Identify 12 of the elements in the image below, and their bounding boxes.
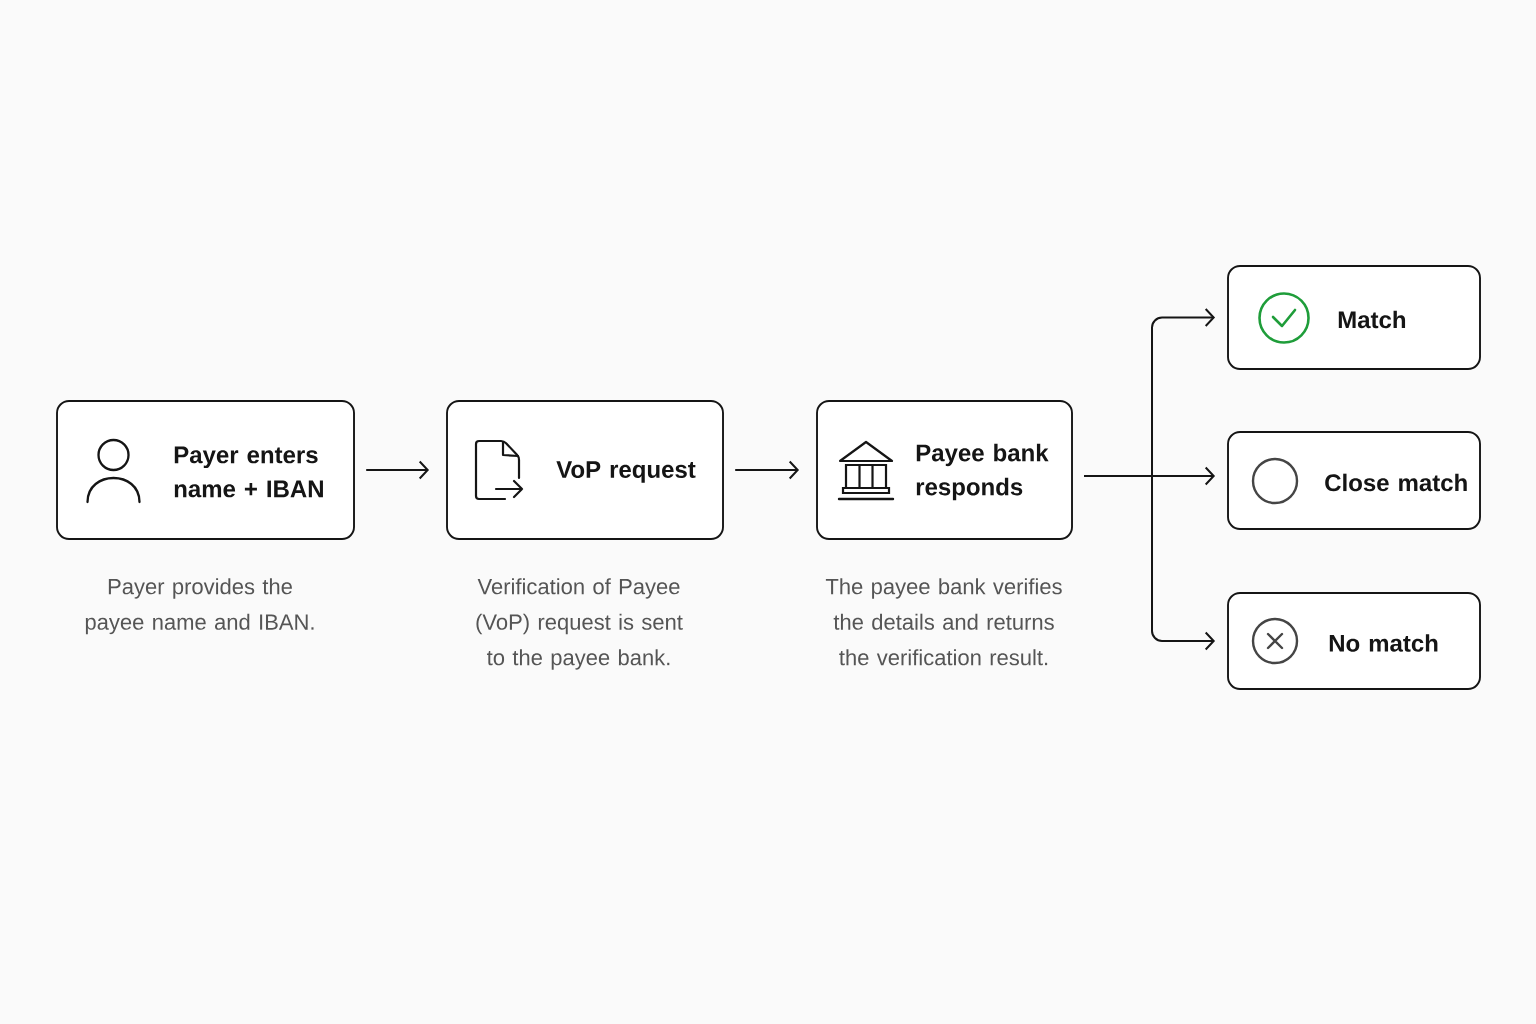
- step-description: Payer provides the payee name and IBAN.: [85, 578, 314, 635]
- result-box: No match: [1227, 592, 1481, 690]
- step-description: Verification of Payee (VoP) request is sent to the payee bank.: [476, 578, 683, 670]
- step-box: Payer enters name + IBAN: [56, 400, 355, 540]
- arrow: [365, 460, 430, 480]
- step-box: VoP request: [446, 400, 724, 540]
- step-description: The payee bank verifies the details and returns the verification result.: [825, 578, 1062, 666]
- arrow: [1083, 475, 1216, 651]
- arrow: [734, 460, 800, 480]
- result-box: Match: [1227, 265, 1481, 370]
- result-box: Close match: [1227, 431, 1481, 530]
- step-box: Payee bank responds: [816, 400, 1073, 540]
